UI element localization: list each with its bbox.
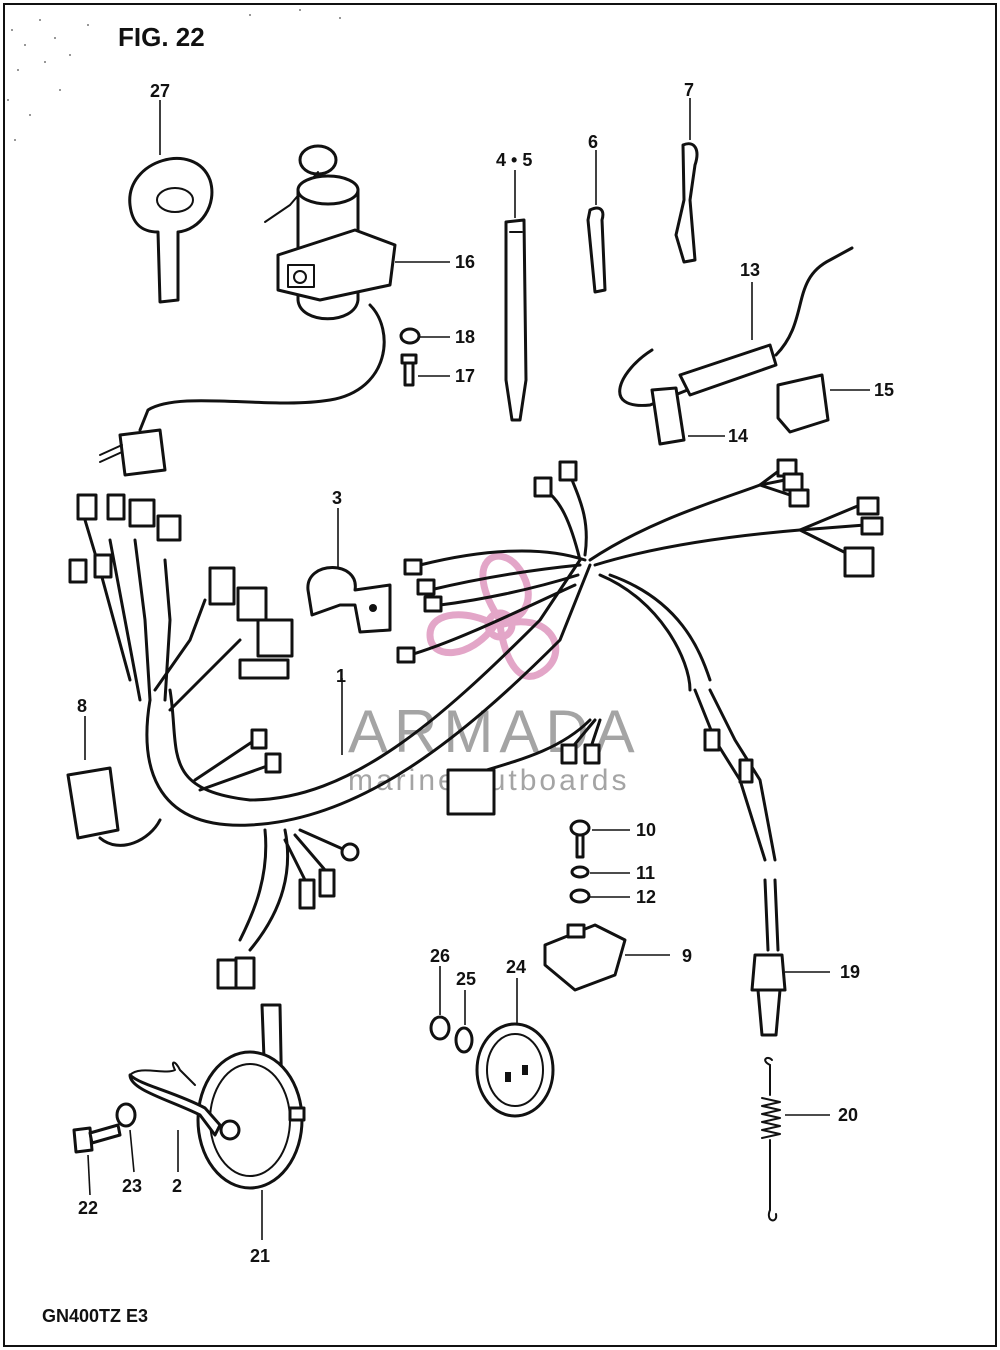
part-14-fuse-holder <box>650 386 725 446</box>
callout-20: 20 <box>838 1105 858 1125</box>
part-3-bracket <box>306 508 392 634</box>
part-19-switch <box>750 878 830 1037</box>
part-4-5-tube <box>504 170 528 422</box>
part-20-spring <box>761 1056 830 1222</box>
callout-16: 16 <box>455 252 475 272</box>
part-16-ignition-switch <box>99 144 450 477</box>
part-2-horn-bracket <box>128 1061 222 1172</box>
part-9-flasher <box>543 923 670 992</box>
callout-10: 10 <box>636 820 656 840</box>
callout-7: 7 <box>684 80 694 100</box>
callout-14: 14 <box>728 426 748 446</box>
callout-25: 25 <box>456 969 476 989</box>
part-17-screw <box>400 353 450 387</box>
callout-11: 11 <box>636 863 655 883</box>
part-6-clamp <box>586 150 607 294</box>
part-13-lead <box>618 246 854 407</box>
callout-6: 6 <box>588 132 598 152</box>
callout-13: 13 <box>740 260 760 280</box>
callout-labels: 1 2 3 4 • 5 6 7 8 9 10 11 12 13 14 15 16… <box>77 80 894 1266</box>
callout-21: 21 <box>250 1246 270 1266</box>
part-26-washer <box>429 966 451 1041</box>
callout-23: 23 <box>122 1176 142 1196</box>
part-24-cover <box>475 978 555 1118</box>
callout-15: 15 <box>874 380 894 400</box>
callout-9: 9 <box>682 946 692 966</box>
part-21-horn <box>196 1003 306 1240</box>
callout-8: 8 <box>77 696 87 716</box>
part-11-washer <box>570 865 630 879</box>
part-27-key <box>128 100 214 304</box>
callout-22: 22 <box>78 1198 98 1218</box>
callout-2: 2 <box>172 1176 182 1196</box>
callout-3: 3 <box>332 488 342 508</box>
part-8-relay <box>66 716 162 847</box>
callout-26: 26 <box>430 946 450 966</box>
figure-title: FIG. 22 <box>118 22 205 52</box>
part-22-bolt <box>72 1123 122 1196</box>
part-7-band <box>674 98 699 264</box>
part-1-wiring-harness <box>68 458 884 990</box>
part-10-screw <box>569 819 630 859</box>
callout-24: 24 <box>506 957 526 977</box>
frame-border <box>3 3 997 1347</box>
part-18-washer <box>399 327 450 345</box>
part-15-cap <box>776 373 870 434</box>
callout-12: 12 <box>636 887 656 907</box>
callout-19: 19 <box>840 962 860 982</box>
callout-4-5: 4 • 5 <box>496 150 532 170</box>
callout-1: 1 <box>336 666 346 686</box>
callout-18: 18 <box>455 327 475 347</box>
callout-27: 27 <box>150 81 170 101</box>
callout-17: 17 <box>455 366 475 386</box>
part-23-washer <box>115 1102 137 1173</box>
scan-speckle <box>7 9 341 141</box>
propeller-logo <box>426 552 560 680</box>
model-code: GN400TZ E3 <box>42 1306 148 1326</box>
part-12-washer <box>569 888 630 904</box>
part-25-nut <box>454 990 474 1054</box>
